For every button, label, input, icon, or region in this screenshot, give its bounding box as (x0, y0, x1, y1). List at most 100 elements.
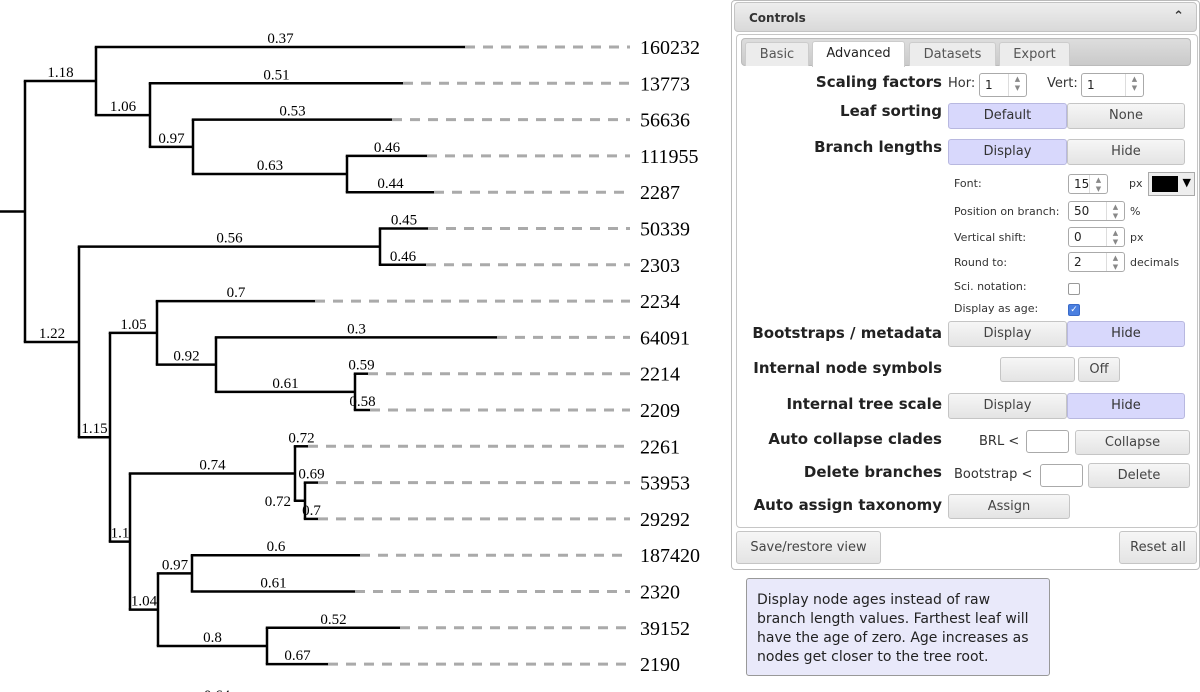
branch-length-label: 0.37 (267, 31, 294, 47)
internal-tree-scale-hide-button[interactable]: Hide (1067, 393, 1185, 419)
leaf-label: 2287 (640, 182, 680, 204)
leaf-label: 39152 (640, 618, 690, 640)
branch-length-label: 0.72 (288, 430, 314, 446)
position-label: Position on branch: (954, 205, 1060, 218)
leaf-label: 2209 (640, 400, 680, 422)
tab-advanced[interactable]: Advanced (812, 41, 905, 67)
tab-basic[interactable]: Basic (745, 42, 809, 66)
leaf-label: 56636 (640, 110, 690, 132)
branch-length-label: 0.53 (279, 104, 305, 120)
vertical-shift-input[interactable]: 0▲▼ (1068, 227, 1125, 247)
sci-notation-checkbox[interactable] (1068, 283, 1080, 295)
branch-length-label: 0.92 (173, 349, 199, 365)
hor-scale-input[interactable]: 1 ▲▼ (979, 73, 1027, 97)
leaf-label: 111955 (640, 146, 699, 168)
leaf-label: 64091 (640, 327, 690, 349)
vertical-shift-label: Vertical shift: (954, 231, 1027, 244)
auto-collapse-label: Auto collapse clades (768, 430, 942, 448)
branch-length-label: 0.63 (257, 158, 283, 174)
sci-notation-label: Sci. notation: (954, 280, 1027, 293)
leaf-sorting-none-button[interactable]: None (1067, 103, 1185, 129)
delete-button[interactable]: Delete (1088, 463, 1190, 488)
branch-length-label: 0.61 (260, 576, 286, 592)
leaf-label: 29292 (640, 509, 690, 531)
dropdown-arrow-icon: ▼ (1182, 176, 1191, 189)
leaf-label: 160232 (640, 37, 700, 59)
branch-length-label: 1.06 (110, 99, 137, 115)
assign-button[interactable]: Assign (948, 494, 1070, 519)
phylogenetic-tree[interactable]: 160232 0.37 13773 0.51 56636 0.53 111955 0.46 22… (0, 0, 730, 692)
controls-header[interactable]: Controls ⌃ (734, 2, 1197, 32)
position-input[interactable]: 50 ▲▼ (1068, 201, 1125, 221)
controls-title: Controls (749, 11, 806, 25)
vert-value: 1 (1087, 78, 1095, 92)
branch-length-label: 0.46 (374, 140, 401, 156)
branch-length-label: 0.45 (391, 213, 417, 229)
position-value: 50 (1074, 204, 1090, 218)
branch-length-label: 0.7 (302, 503, 321, 519)
font-unit: px (1129, 177, 1143, 190)
branch-length-label: 0.61 (272, 376, 298, 392)
branch-length-label: 0.97 (158, 131, 185, 147)
branch-length-label: 0.58 (349, 394, 375, 410)
leaf-sorting-label: Leaf sorting (840, 102, 942, 120)
bootstrap-threshold-label: Bootstrap < (954, 467, 1033, 482)
branch-lengths-label: Branch lengths (814, 138, 942, 156)
branch-lengths-hide-button[interactable]: Hide (1067, 139, 1185, 165)
bootstraps-display-button[interactable]: Display (948, 321, 1067, 347)
leaf-label: 13773 (640, 73, 690, 95)
internal-tree-scale-label: Internal tree scale (786, 395, 942, 413)
display-as-age-checkbox[interactable]: ✓ (1068, 304, 1080, 316)
branch-length-label: 0.74 (199, 458, 226, 474)
font-label: Font: (954, 177, 982, 190)
branch-lengths-display-button[interactable]: Display (948, 139, 1067, 165)
hor-value: 1 (985, 78, 993, 92)
font-size-input[interactable]: 15▲▼ (1068, 174, 1108, 194)
bootstrap-threshold-input[interactable] (1040, 464, 1083, 487)
label-layer: 160232 0.37 13773 0.51 56636 0.53 111955 0.46 22… (39, 31, 700, 692)
branch-length-label: 1.05 (120, 317, 146, 333)
internal-tree-scale-display-button[interactable]: Display (948, 393, 1067, 419)
internal-node-symbols-off-button[interactable]: Off (1078, 357, 1120, 382)
branch-length-label: 0.59 (348, 358, 374, 374)
brl-input[interactable] (1026, 430, 1069, 453)
spinner-icon[interactable]: ▲▼ (1106, 253, 1124, 271)
branch-length-label: 0.6 (267, 539, 286, 555)
leaf-label: 2214 (640, 364, 680, 386)
leaf-sorting-default-button[interactable]: Default (948, 103, 1067, 129)
tab-export[interactable]: Export (999, 42, 1070, 66)
spinner-icon[interactable]: ▲▼ (1106, 228, 1124, 246)
vert-label: Vert: (1047, 76, 1078, 91)
tab-datasets[interactable]: Datasets (909, 42, 996, 66)
font-color-picker[interactable]: ▼ (1148, 172, 1195, 196)
spinner-icon[interactable]: ▲▼ (1089, 175, 1107, 193)
font-size-value: 15 (1074, 177, 1090, 191)
branch-length-label: 1.22 (39, 326, 65, 342)
branch-length-label: 0.56 (216, 231, 243, 247)
delete-branches-label: Delete branches (803, 463, 942, 481)
leaf-label: 2234 (640, 291, 680, 313)
position-unit: % (1130, 205, 1141, 218)
spinner-icon[interactable]: ▲▼ (1008, 74, 1026, 96)
branch-length-label: 0.51 (263, 67, 289, 83)
internal-node-symbols-option-button[interactable] (1000, 357, 1075, 382)
round-to-unit: decimals (1130, 256, 1180, 269)
color-swatch (1152, 176, 1178, 192)
leaf-label: 187420 (640, 545, 700, 567)
collapse-button[interactable]: Collapse (1075, 430, 1190, 455)
spinner-icon[interactable]: ▲▼ (1125, 74, 1143, 96)
vert-scale-input[interactable]: 1 ▲▼ (1081, 73, 1144, 97)
bootstraps-hide-button[interactable]: Hide (1067, 321, 1185, 347)
leaf-label: 2190 (640, 654, 680, 676)
chevron-up-icon[interactable]: ⌃ (1173, 9, 1184, 24)
leaf-label: 2261 (640, 436, 680, 458)
reset-all-button[interactable]: Reset all (1119, 531, 1197, 564)
spinner-icon[interactable]: ▲▼ (1106, 202, 1124, 220)
leaf-label: 2320 (640, 582, 680, 604)
round-to-input[interactable]: 2 ▲▼ (1068, 252, 1125, 272)
branch-length-label: 1.18 (47, 65, 73, 81)
round-to-value: 2 (1074, 255, 1082, 269)
branch-length-label: 0.7 (227, 285, 246, 301)
branch-length-label: 0.46 (390, 249, 417, 265)
save-restore-view-button[interactable]: Save/restore view (736, 531, 881, 564)
